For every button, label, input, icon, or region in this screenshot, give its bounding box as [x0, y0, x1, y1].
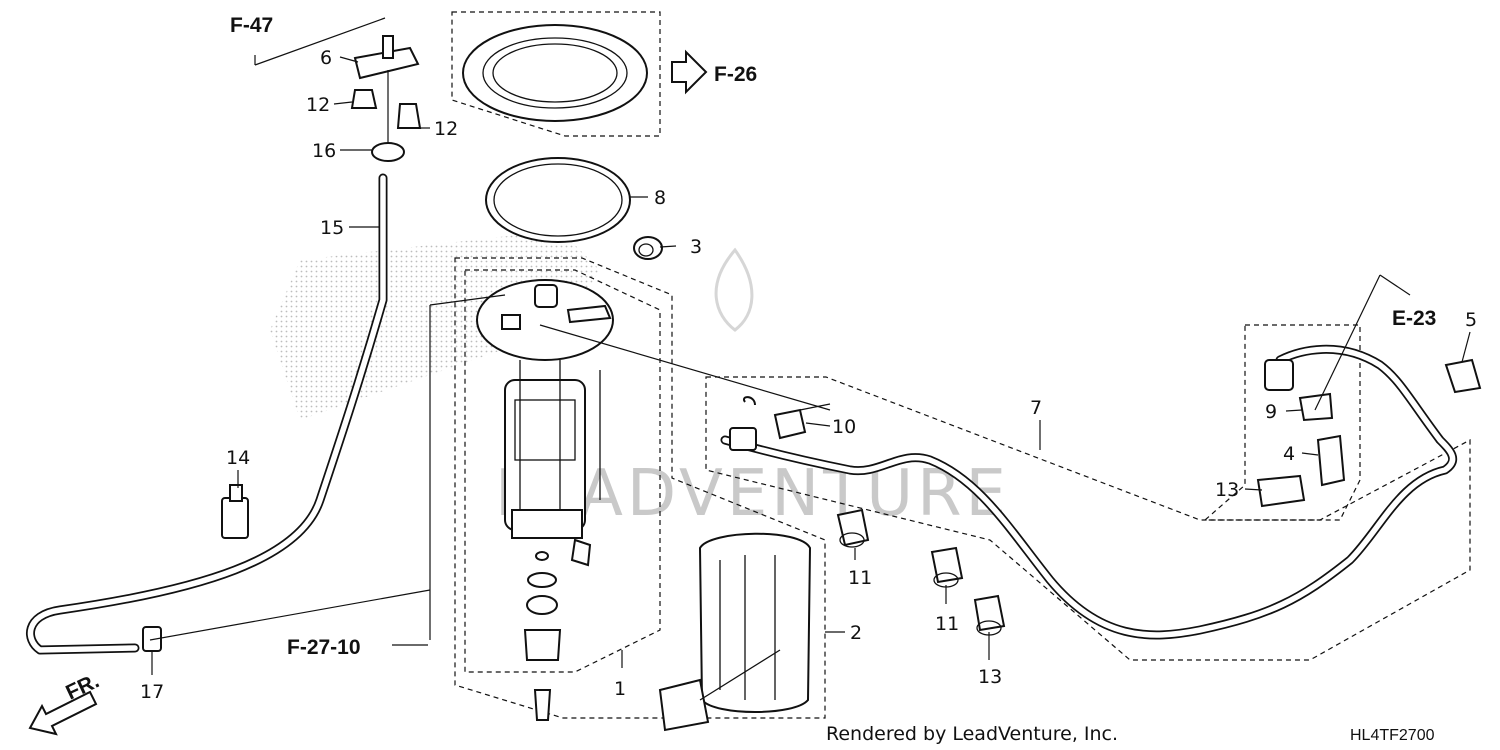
- fuel-hose-15: [26, 173, 388, 655]
- callout-3[interactable]: 3: [690, 236, 702, 258]
- fuel-filter-housing: [658, 532, 812, 732]
- callout-12b[interactable]: 12: [434, 118, 458, 140]
- clip-part-13b: [1256, 474, 1306, 508]
- callout-14[interactable]: 14: [226, 447, 250, 469]
- clamp-part-16: [371, 142, 405, 162]
- callout-12a[interactable]: 12: [306, 94, 330, 116]
- front-arrow-icon: [28, 690, 98, 736]
- clip-part-14: [221, 484, 249, 539]
- diagram-code: HL4TF2700: [1350, 727, 1435, 744]
- callout-4[interactable]: 4: [1283, 443, 1295, 465]
- cap-part-12b: [396, 103, 422, 129]
- clip-part-13a: [973, 594, 1006, 636]
- watermark-wing-shape: [270, 230, 600, 420]
- bracket-part-4: [1316, 434, 1346, 487]
- seal-ring-group-outline: [451, 11, 661, 137]
- fuel-pump-module: [476, 279, 614, 721]
- clip-part-11b: [930, 546, 964, 588]
- callout-2[interactable]: 2: [850, 622, 862, 644]
- f26-arrow-icon: [671, 49, 708, 95]
- callout-15[interactable]: 15: [320, 217, 344, 239]
- callout-17[interactable]: 17: [140, 681, 164, 703]
- bracket-part-6: [353, 35, 420, 80]
- hose-assembly-outline: [705, 376, 1471, 661]
- callout-13a[interactable]: 13: [978, 666, 1002, 688]
- fuel-hose-assembly-7: [720, 344, 1458, 640]
- rendered-by-text: Rendered by LeadVenture, Inc.: [826, 723, 1118, 745]
- clip-loop: [742, 396, 756, 406]
- ref-fr: FR.: [62, 669, 102, 704]
- leader-lines: [149, 17, 1471, 675]
- gasket-part: [485, 157, 631, 243]
- ref-f26[interactable]: F-26: [714, 63, 757, 86]
- callout-7[interactable]: 7: [1030, 397, 1042, 419]
- cap-part-12a: [350, 89, 378, 109]
- callout-13b[interactable]: 13: [1215, 479, 1239, 501]
- callout-9[interactable]: 9: [1265, 401, 1277, 423]
- callout-6[interactable]: 6: [320, 47, 332, 69]
- pump-subassembly-outline: [464, 269, 661, 673]
- callout-8[interactable]: 8: [654, 187, 666, 209]
- callout-10[interactable]: 10: [832, 416, 856, 438]
- clip-part-17: [142, 626, 162, 652]
- callout-11a[interactable]: 11: [848, 567, 872, 589]
- ref-f27-10[interactable]: F-27-10: [287, 636, 361, 659]
- ref-e23[interactable]: E-23: [1392, 307, 1436, 330]
- clip-part-11a: [836, 508, 870, 548]
- callout-5[interactable]: 5: [1465, 309, 1477, 331]
- clip-part-5: [1444, 358, 1482, 394]
- locking-ring: [462, 24, 648, 122]
- callout-11b[interactable]: 11: [935, 613, 959, 635]
- callout-1[interactable]: 1: [614, 678, 626, 700]
- callout-16[interactable]: 16: [312, 140, 336, 162]
- connector-part-10: [773, 408, 807, 440]
- watermark-flame-icon: [714, 247, 754, 332]
- ref-f47[interactable]: F-47: [230, 14, 273, 37]
- grommet-part: [633, 236, 663, 260]
